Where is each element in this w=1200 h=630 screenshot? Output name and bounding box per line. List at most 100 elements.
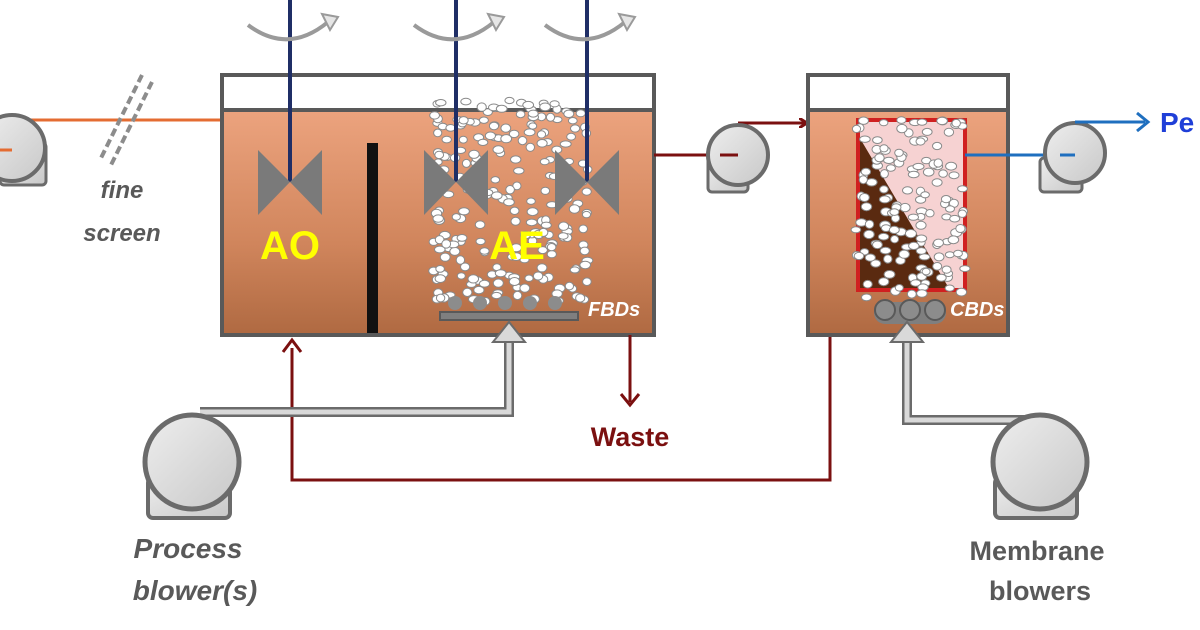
air-bubble (948, 171, 960, 180)
air-bubble (915, 220, 927, 230)
air-bubble (500, 123, 512, 133)
air-bubble (906, 289, 917, 299)
air-bubble (525, 218, 538, 227)
air-bubble (512, 290, 523, 301)
air-bubble (434, 150, 445, 160)
air-bubble (883, 254, 893, 264)
air-bubble (575, 293, 586, 303)
air-bubble (915, 247, 927, 255)
air-bubble (510, 155, 522, 164)
air-bubble (539, 158, 550, 166)
air-bubble (879, 144, 889, 153)
air-bubble (579, 260, 592, 270)
air-bubble (945, 205, 955, 213)
air-bubble (435, 99, 447, 107)
air-bubble (557, 232, 569, 240)
cbd-label: CBDs (950, 299, 1004, 321)
air-bubble (933, 158, 943, 168)
air-bubble (933, 252, 945, 262)
air-bubble (456, 234, 468, 242)
air-bubble (870, 259, 882, 268)
air-bubble (944, 284, 955, 292)
air-bubble (458, 207, 470, 216)
air-bubble (458, 135, 468, 144)
air-bubble (912, 162, 925, 171)
air-bubble (879, 119, 889, 127)
air-bubble (567, 117, 578, 125)
air-bubble (445, 124, 456, 132)
air-bubble (858, 116, 869, 125)
anoxic-mixer-icon (258, 0, 322, 215)
air-bubble (479, 247, 490, 255)
membrane-blowers-label-1: Membrane (969, 536, 1104, 566)
air-bubble (894, 148, 904, 157)
air-bubble (434, 235, 445, 245)
air-bubble (922, 167, 935, 177)
air-bubble (935, 273, 947, 282)
air-bubble (490, 176, 501, 184)
air-bubble (878, 277, 890, 287)
air-bubble (569, 266, 580, 274)
air-bubble (879, 169, 889, 179)
air-bubble (883, 270, 896, 279)
air-bubble (527, 109, 539, 118)
waste-arrow-icon (619, 393, 641, 408)
air-bubble (859, 193, 870, 202)
air-bubble (540, 186, 551, 195)
air-bubble (938, 169, 948, 178)
air-bubble (889, 208, 900, 216)
process-air-line (200, 320, 528, 417)
air-bubble (434, 274, 446, 284)
air-bubble (460, 262, 471, 272)
air-bubble (491, 191, 503, 200)
air-bubble (863, 229, 875, 240)
air-bubble (532, 271, 544, 281)
air-bubble (468, 149, 480, 159)
air-bubble (896, 123, 908, 134)
air-bubble (504, 96, 515, 105)
air-bubble (575, 109, 586, 118)
air-bubble (510, 243, 523, 253)
air-bubble (957, 209, 967, 218)
air-bubble (484, 131, 496, 141)
air-bubble (451, 213, 461, 221)
air-bubble (503, 198, 515, 207)
air-bubble (907, 170, 920, 179)
air-bubble (878, 195, 891, 204)
air-bubble (864, 219, 875, 229)
air-bubble (896, 116, 907, 124)
air-bubble (492, 278, 504, 288)
air-bubble (940, 195, 952, 204)
process-blower-icon (142, 412, 242, 520)
air-bubble (515, 110, 526, 119)
air-bubble (902, 186, 913, 195)
air-bubble (955, 287, 968, 297)
air-bubble (519, 283, 531, 293)
air-bubble (931, 178, 943, 187)
air-bubble (546, 250, 557, 259)
air-bubble (505, 185, 515, 195)
air-bubble (568, 204, 581, 214)
anoxic-aerobic-baffle (367, 143, 378, 333)
air-bubble (559, 140, 572, 148)
process-blowers-label-1: Process (134, 533, 243, 564)
air-bubble (508, 277, 521, 286)
air-bubble (517, 136, 528, 146)
air-bubble (916, 118, 928, 126)
air-bubble (460, 97, 472, 106)
air-bubble (540, 221, 552, 229)
air-bubble (510, 216, 521, 226)
air-bubble (433, 128, 443, 138)
air-bubble (539, 102, 551, 112)
air-bubble (435, 265, 445, 273)
rotation-arrowhead-icon (320, 12, 637, 33)
air-bubble (907, 213, 920, 221)
air-bubble (908, 241, 920, 250)
air-bubble (526, 207, 539, 217)
air-bubble (890, 235, 900, 244)
air-bubble (949, 214, 961, 223)
aerobic-zone-label: AE (489, 224, 545, 268)
air-bubble (877, 232, 890, 241)
air-bubble (429, 111, 441, 120)
air-bubble (947, 235, 960, 245)
